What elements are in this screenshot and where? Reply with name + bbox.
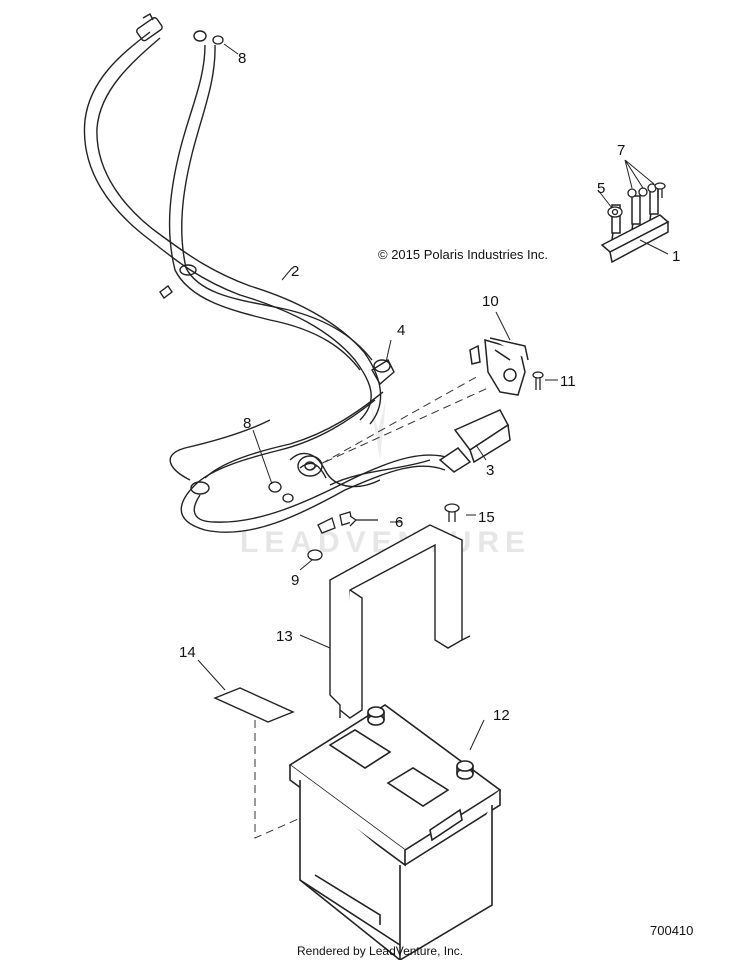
callout-14: 14 bbox=[179, 644, 196, 661]
callout-8-mid: 8 bbox=[243, 415, 251, 432]
callout-11: 11 bbox=[560, 373, 576, 390]
callout-labels: 1 2 3 4 5 6 7 8 8 9 10 11 12 13 14 15 bbox=[179, 50, 680, 724]
callout-3: 3 bbox=[486, 462, 494, 479]
bracket-part-13 bbox=[329, 524, 471, 719]
callout-5: 5 bbox=[597, 180, 605, 197]
footer-text: Rendered by LeadVenture, Inc. bbox=[297, 944, 463, 958]
leader-lines bbox=[197, 43, 669, 751]
callout-4: 4 bbox=[397, 322, 405, 339]
callout-7: 7 bbox=[617, 142, 625, 159]
cable-harness-part-2 bbox=[83, 13, 451, 533]
watermark: LEADVENTURE bbox=[240, 400, 525, 559]
label-part-14 bbox=[213, 687, 295, 723]
relay-part-10 bbox=[469, 337, 529, 396]
callout-9: 9 bbox=[291, 572, 299, 589]
terminal-block-part-1 bbox=[600, 185, 670, 264]
callout-12: 12 bbox=[493, 707, 510, 724]
callout-10: 10 bbox=[482, 293, 499, 310]
callout-13: 13 bbox=[276, 628, 293, 645]
callout-2: 2 bbox=[291, 263, 299, 280]
fasteners-part-6-8-9-15 bbox=[212, 35, 460, 561]
fasteners-part-5-7 bbox=[607, 182, 666, 218]
screw-part-11 bbox=[532, 371, 544, 390]
copyright-text: © 2015 Polaris Industries Inc. bbox=[378, 247, 548, 262]
alignment-lines bbox=[254, 374, 489, 839]
leader-part-7 bbox=[624, 159, 655, 189]
callout-1: 1 bbox=[672, 248, 680, 265]
callout-6: 6 bbox=[395, 514, 403, 531]
connector-plug-part-3 bbox=[438, 409, 511, 473]
battery-part-12 bbox=[288, 704, 502, 960]
diagram-id: 700410 bbox=[650, 923, 693, 938]
callout-15: 15 bbox=[478, 509, 495, 526]
callout-8-top: 8 bbox=[238, 50, 246, 67]
